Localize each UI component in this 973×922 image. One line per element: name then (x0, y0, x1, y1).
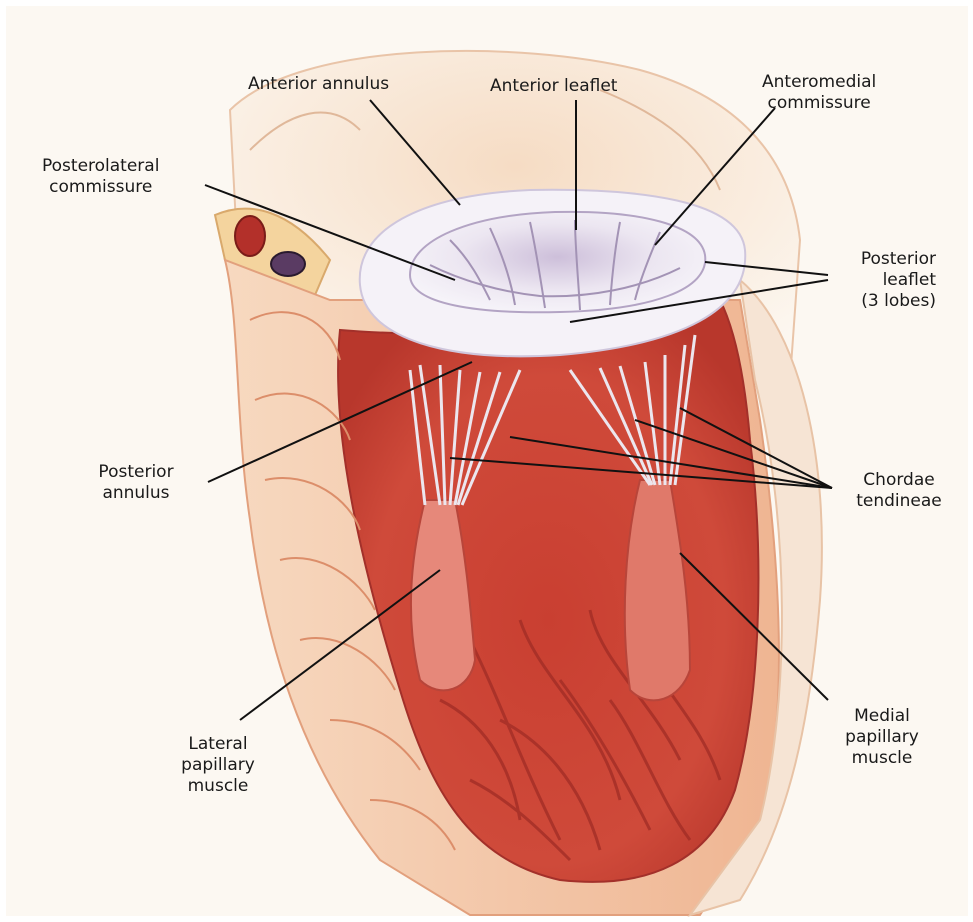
label-posterior-leaflet-line2: leaflet (832, 270, 936, 291)
label-lateral-line1: Lateral (168, 734, 268, 755)
label-posterior-leaflet-line3: (3 lobes) (832, 291, 936, 312)
label-medial-line1: Medial (832, 706, 932, 727)
label-lateral-line3: muscle (168, 776, 268, 797)
label-chordae-tendineae: Chordae tendineae (840, 470, 958, 512)
label-posterior-leaflet-line1: Posterior (832, 249, 936, 270)
label-anterior-annulus-text: Anterior annulus (248, 74, 389, 95)
coronary-vein (271, 252, 305, 276)
label-lateral-line2: papillary (168, 755, 268, 776)
label-anterior-leaflet: Anterior leaflet (490, 76, 617, 97)
label-posterior-annulus-line2: annulus (82, 483, 190, 504)
label-posterior-annulus: Posterior annulus (82, 462, 190, 504)
label-posterolateral-line2: commissure (42, 177, 159, 198)
label-anteromedial-commissure: Anteromedial commissure (762, 72, 876, 114)
label-anterior-leaflet-text: Anterior leaflet (490, 76, 617, 97)
label-anteromedial-line2: commissure (762, 93, 876, 114)
label-posterolateral-commissure: Posterolateral commissure (42, 156, 159, 198)
label-chordae-line1: Chordae (840, 470, 958, 491)
label-posterolateral-line1: Posterolateral (42, 156, 159, 177)
label-medial-papillary-muscle: Medial papillary muscle (832, 706, 932, 769)
label-posterior-annulus-line1: Posterior (82, 462, 190, 483)
label-medial-line3: muscle (832, 748, 932, 769)
label-chordae-line2: tendineae (840, 491, 958, 512)
coronary-artery (235, 216, 265, 256)
label-lateral-papillary-muscle: Lateral papillary muscle (168, 734, 268, 797)
label-medial-line2: papillary (832, 727, 932, 748)
label-anterior-annulus: Anterior annulus (248, 74, 389, 95)
label-anteromedial-line1: Anteromedial (762, 72, 876, 93)
label-posterior-leaflet: Posterior leaflet (3 lobes) (832, 249, 936, 312)
